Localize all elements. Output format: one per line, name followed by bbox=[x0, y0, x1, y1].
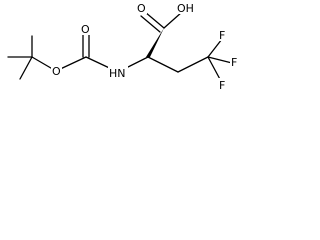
bond-acid-to-hydroxyl bbox=[163, 11, 183, 29]
atom-label-masks bbox=[51, 1, 240, 91]
carboxyl-oxygen-label: O bbox=[137, 2, 146, 15]
ester-oxygen-label: O bbox=[52, 65, 61, 78]
amino-acid-backbone bbox=[117, 28, 209, 73]
bond-cf3-to-fluorine-top bbox=[207, 38, 223, 58]
mask-fluorine-top bbox=[218, 28, 228, 41]
mask-fluorine-right bbox=[230, 55, 240, 68]
carbamate-oxygen-label: O bbox=[81, 23, 90, 36]
trifluoromethyl-group bbox=[207, 38, 233, 84]
tert-butyl-group bbox=[7, 35, 57, 80]
mask-hydroxyl bbox=[176, 1, 196, 14]
bond-acid-double-2 bbox=[140, 15, 161, 33]
carboxylic-acid bbox=[140, 11, 183, 33]
bond-alpha-to-beta-carbon bbox=[147, 56, 179, 73]
stereo-wedge-bond bbox=[146, 28, 164, 57]
chemical-structure: O OH O O HN F F F bbox=[7, 1, 240, 92]
bond-beta-to-cf3-carbon bbox=[177, 56, 209, 73]
mask-fluorine-bottom bbox=[218, 78, 228, 91]
hydroxyl-label: OH bbox=[177, 2, 194, 15]
fluorine-top-label: F bbox=[219, 29, 225, 42]
atom-labels: O OH O O HN F F F bbox=[52, 2, 237, 92]
bond-cf3-to-fluorine-right bbox=[207, 56, 233, 64]
bond-acid-double-1 bbox=[144, 11, 165, 29]
bond-tbu-methyl-bottom bbox=[19, 56, 33, 80]
amide-nh-label: HN bbox=[109, 67, 126, 80]
mask-amide-nh bbox=[108, 66, 128, 79]
fluorine-right-label: F bbox=[231, 56, 237, 69]
fluorine-bottom-label: F bbox=[219, 79, 225, 92]
mask-ester-oxygen bbox=[51, 64, 62, 77]
mask-carbamate-oxygen bbox=[80, 22, 91, 35]
mask-carboxyl-oxygen bbox=[136, 1, 147, 14]
